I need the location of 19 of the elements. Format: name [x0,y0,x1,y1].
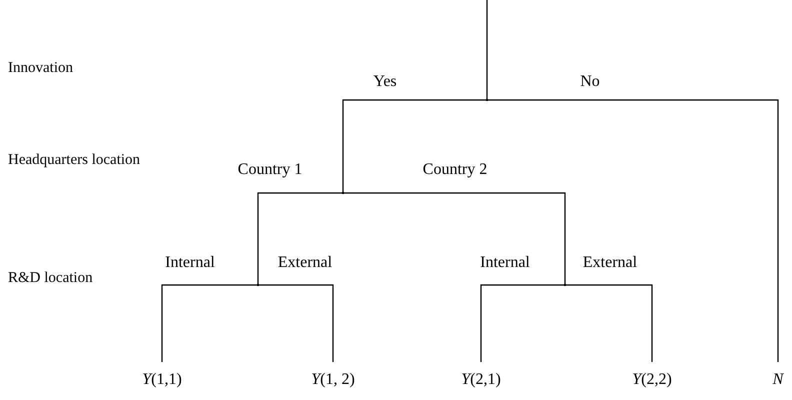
edge-label: Country 2 [420,160,490,180]
outcome-label: Y(1, 2) [311,370,355,390]
edge-label: Country 1 [236,160,304,180]
tree-branch [487,99,779,362]
outcome-label: Y(2,1) [461,370,501,390]
level-label: Innovation [8,59,73,78]
tree-branch [342,99,487,193]
tree-branch [343,192,566,285]
tree-branch [480,284,565,362]
tree-branch [161,284,258,362]
outcome-label: N [772,370,784,390]
level-label: Headquarters location [8,151,140,170]
tree-branch [486,0,488,100]
tree-branch [258,284,334,362]
outcome-label: Y(2,2) [632,370,672,390]
tree-branch [257,192,343,285]
level-label: R&D location [8,269,93,288]
tree-branch [565,284,653,362]
outcome-label: Y(1,1) [142,370,182,390]
